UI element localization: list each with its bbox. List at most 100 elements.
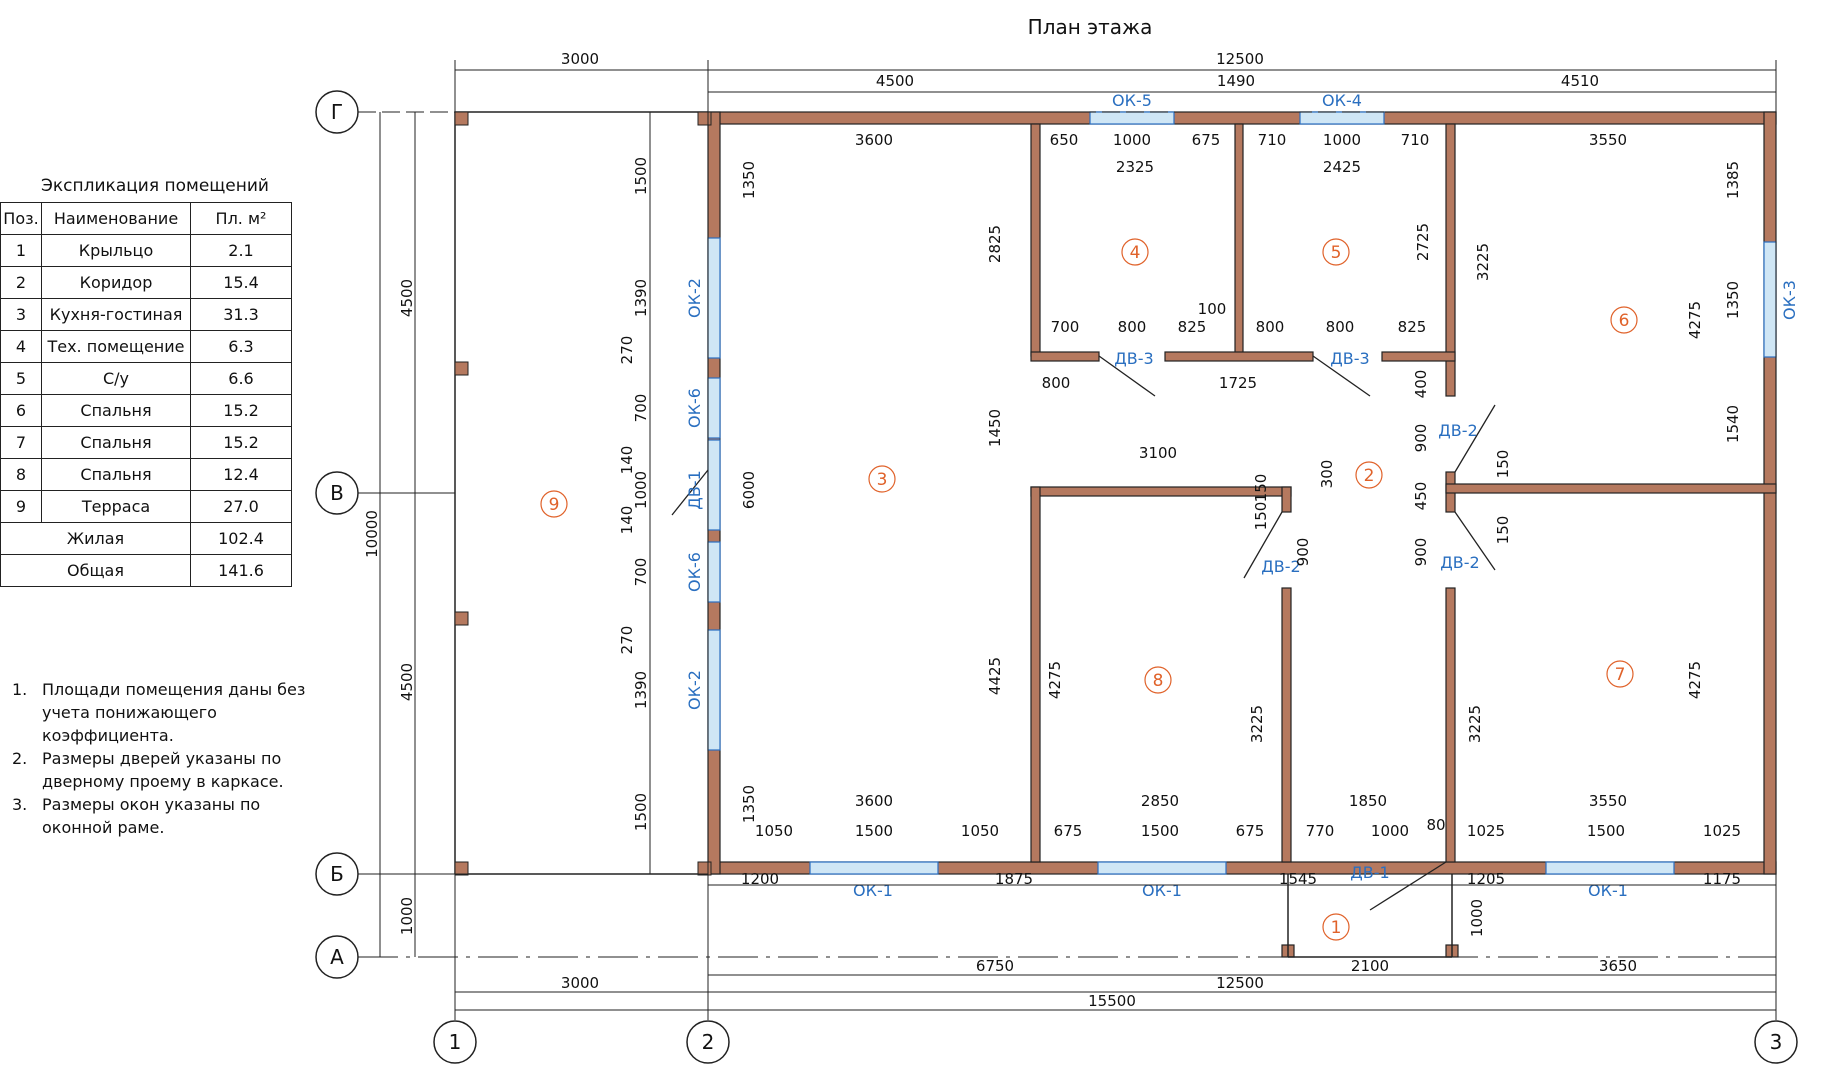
room-marker: 4 — [1121, 238, 1149, 266]
svg-text:1: 1 — [449, 1030, 462, 1054]
svg-text:3: 3 — [877, 470, 888, 490]
plan-title: План этажа — [1028, 15, 1153, 39]
window-tag: ОК-2 — [685, 278, 704, 318]
svg-text:1025: 1025 — [1703, 822, 1741, 840]
svg-text:1500: 1500 — [1141, 822, 1179, 840]
svg-text:1500: 1500 — [855, 822, 893, 840]
cell: 15.2 — [190, 394, 292, 427]
svg-text:3225: 3225 — [1474, 243, 1492, 281]
axis-bubble-row: Г — [315, 90, 359, 134]
svg-text:1000: 1000 — [1468, 899, 1486, 937]
cell: 1 — [0, 234, 42, 267]
svg-text:1: 1 — [1331, 918, 1342, 938]
door-tag: ДВ-2 — [1261, 557, 1300, 576]
window-tag: ОК-5 — [1112, 91, 1152, 110]
svg-text:3000: 3000 — [561, 50, 599, 68]
cell: Тех. помещение — [41, 330, 191, 363]
room-schedule: Экспликация помещений Поз. Наименование … — [0, 176, 292, 587]
windows — [707, 111, 1777, 875]
axis-bubble-row: А — [315, 935, 359, 979]
svg-text:3600: 3600 — [855, 792, 893, 810]
svg-text:1000: 1000 — [1113, 131, 1151, 149]
svg-text:900: 900 — [1412, 538, 1430, 567]
cell: 6 — [0, 394, 42, 427]
svg-text:6750: 6750 — [976, 957, 1014, 975]
window-tag: ОК-3 — [1780, 280, 1799, 320]
svg-text:100: 100 — [1198, 300, 1227, 318]
svg-text:1390: 1390 — [632, 671, 650, 709]
svg-text:400: 400 — [1412, 370, 1430, 399]
window-tag: ОК-2 — [685, 670, 704, 710]
cell: 15.2 — [190, 426, 292, 459]
door-tag: ДВ-2 — [1438, 421, 1477, 440]
cell: 2.1 — [190, 234, 292, 267]
svg-text:2725: 2725 — [1414, 223, 1432, 261]
cell: Коридор — [41, 266, 191, 299]
svg-text:3225: 3225 — [1248, 705, 1266, 743]
cell: 15.4 — [190, 266, 292, 299]
cell: 141.6 — [190, 554, 292, 587]
svg-text:6000: 6000 — [740, 471, 758, 509]
svg-text:4275: 4275 — [1686, 301, 1704, 339]
svg-text:1450: 1450 — [986, 409, 1004, 447]
cell: Спальня — [41, 426, 191, 459]
cell: 9 — [0, 490, 42, 523]
note-text: Площади помещения даны без учета понижаю… — [42, 680, 306, 745]
svg-text:150: 150 — [1494, 516, 1512, 545]
svg-text:10000: 10000 — [363, 510, 381, 558]
cell: 27.0 — [190, 490, 292, 523]
svg-text:900: 900 — [1294, 538, 1312, 567]
svg-text:1545: 1545 — [1279, 870, 1317, 888]
svg-text:700: 700 — [1051, 318, 1080, 336]
terrace-posts — [454, 111, 712, 876]
svg-text:770: 770 — [1306, 822, 1335, 840]
axis-bubble-row: Б — [315, 852, 359, 896]
svg-text:150: 150 — [1252, 502, 1270, 531]
svg-text:1175: 1175 — [1703, 870, 1741, 888]
room-marker: 8 — [1144, 666, 1172, 694]
svg-text:1725: 1725 — [1219, 374, 1257, 392]
axis-lines — [358, 60, 1777, 1020]
svg-text:1200: 1200 — [741, 870, 779, 888]
note-text: Размеры дверей указаны по дверному проем… — [42, 749, 284, 791]
note-item: 1.Площади помещения даны без учета пониж… — [12, 678, 312, 747]
axis-bubble-row: В — [315, 471, 359, 515]
svg-text:1540: 1540 — [1724, 405, 1742, 443]
svg-text:4500: 4500 — [876, 72, 914, 90]
svg-text:700: 700 — [632, 394, 650, 423]
svg-text:825: 825 — [1178, 318, 1207, 336]
svg-text:800: 800 — [1118, 318, 1147, 336]
svg-text:825: 825 — [1398, 318, 1427, 336]
svg-text:Г: Г — [331, 100, 343, 124]
svg-text:12500: 12500 — [1216, 974, 1264, 992]
svg-text:300: 300 — [1318, 460, 1336, 489]
cell: 8 — [0, 458, 42, 491]
cell: 2 — [0, 266, 42, 299]
cell: 6.3 — [190, 330, 292, 363]
svg-text:1000: 1000 — [1323, 131, 1361, 149]
svg-text:1350: 1350 — [740, 161, 758, 199]
note-item: 3.Размеры окон указаны по оконной раме. — [12, 793, 312, 839]
svg-text:1500: 1500 — [1587, 822, 1625, 840]
svg-text:3600: 3600 — [855, 131, 893, 149]
svg-text:675: 675 — [1236, 822, 1265, 840]
svg-text:2825: 2825 — [986, 225, 1004, 263]
svg-text:Б: Б — [330, 862, 344, 886]
svg-text:1350: 1350 — [1724, 281, 1742, 319]
svg-text:3550: 3550 — [1589, 131, 1627, 149]
svg-text:4275: 4275 — [1686, 661, 1704, 699]
svg-text:2325: 2325 — [1116, 158, 1154, 176]
svg-text:3: 3 — [1770, 1030, 1783, 1054]
axis-bubble-col: 1 — [433, 1020, 477, 1064]
window-tag: ОК-1 — [853, 881, 893, 900]
svg-text:4500: 4500 — [398, 279, 416, 317]
cell: Крыльцо — [41, 234, 191, 267]
cell: 6.6 — [190, 362, 292, 395]
cell: 31.3 — [190, 298, 292, 331]
svg-text:3100: 3100 — [1139, 444, 1177, 462]
svg-text:2: 2 — [702, 1030, 715, 1054]
svg-text:3000: 3000 — [561, 974, 599, 992]
